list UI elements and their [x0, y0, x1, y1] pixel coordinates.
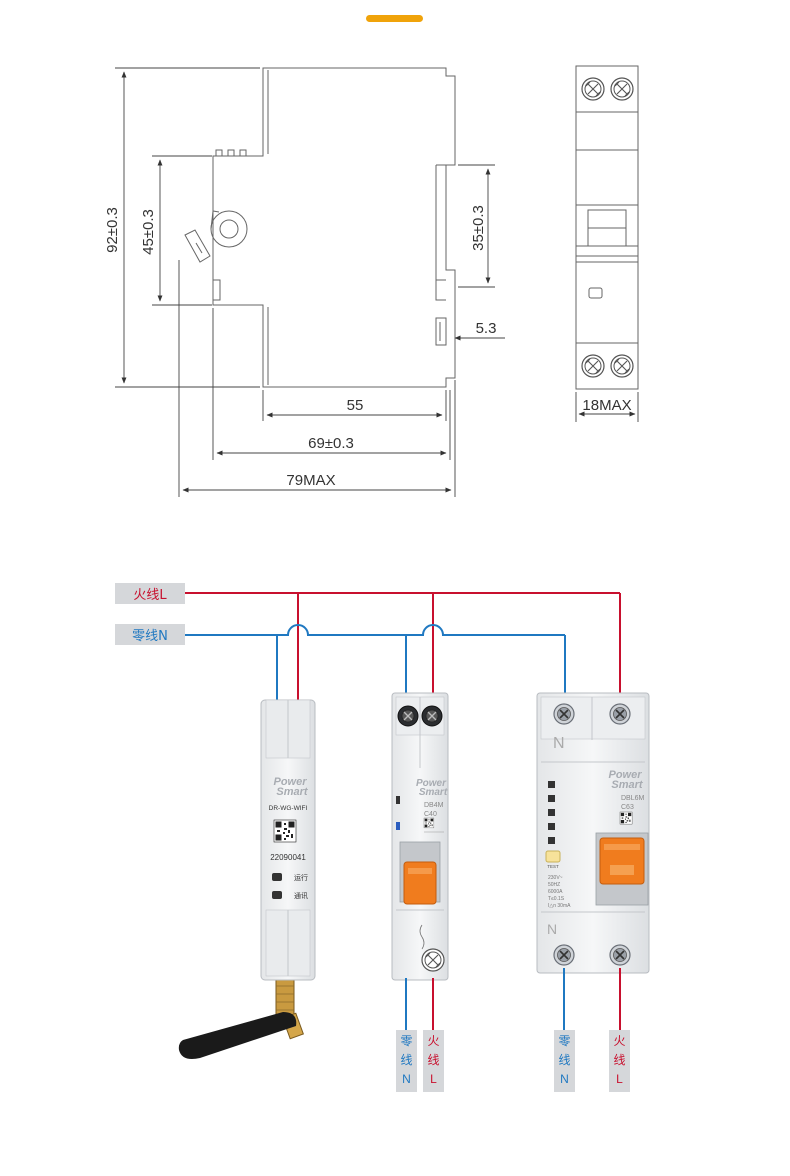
svg-text:火: 火 — [427, 1034, 439, 1048]
run-led-icon — [272, 873, 282, 881]
mcb-screw-bottom — [421, 948, 445, 972]
wifi-qr-code — [273, 819, 297, 843]
wifi-module-device: Power Smart DR-WG-WIFI 22090041 运行 通讯 — [178, 699, 316, 1059]
side-view-drawing — [184, 67, 456, 388]
live-bus — [185, 592, 621, 700]
svg-text:线: 线 — [400, 1053, 412, 1067]
terminal-label-mcb-l: 火 线 L — [423, 1030, 444, 1092]
svg-text:L: L — [430, 1072, 437, 1086]
rcbo-rating: C63 — [621, 804, 634, 811]
mcb-brand-power: Power — [416, 778, 447, 789]
terminal-label-mcb-n: 零 线 N — [396, 1030, 417, 1092]
wifi-brand-smart: Smart — [276, 786, 309, 798]
rcbo-spec-2: 6000A — [548, 889, 563, 895]
svg-text:火: 火 — [613, 1034, 625, 1048]
svg-text:零线N: 零线N — [132, 629, 168, 644]
rcbo-n-top: N — [553, 735, 565, 752]
rcbo-spec-3: T≤0.1S — [548, 896, 565, 902]
rcbo-model: DBL6M — [621, 795, 645, 802]
wifi-serial: 22090041 — [270, 853, 306, 862]
rcbo-brand-power: Power — [608, 769, 642, 781]
svg-text:L: L — [616, 1072, 623, 1086]
terminal-label-rcbo-n: 零 线 N — [554, 1030, 575, 1092]
rcbo-n-bottom: N — [547, 921, 557, 937]
front-screw-bottom-left — [581, 354, 605, 378]
svg-text:零: 零 — [400, 1034, 412, 1048]
comm-led-label: 通讯 — [294, 891, 308, 900]
front-screw-bottom-right — [610, 354, 634, 378]
run-led-label: 运行 — [294, 873, 308, 882]
test-button — [545, 850, 561, 863]
side-view-dimensions — [115, 67, 505, 497]
terminal-label-rcbo-l: 火 线 L — [609, 1030, 630, 1092]
rcbo-spec-4: I△n 30mA — [548, 903, 571, 909]
mcb-screw-n-top — [397, 705, 419, 727]
dim-92: 92±0.3 — [104, 207, 121, 253]
rcbo-brand-smart: Smart — [611, 779, 644, 791]
front-screw-top-left — [581, 77, 605, 101]
dim-79: 79MAX — [286, 472, 335, 489]
neutral-bus-label: 零线N — [115, 624, 185, 645]
rcbo-device: N Power Smart DBL6M C63 TEST 230V~ 50HZ … — [536, 692, 650, 974]
front-screw-top-right — [610, 77, 634, 101]
dim-35: 35±0.3 — [470, 205, 487, 251]
rcbo-screw-n-bottom — [553, 944, 575, 966]
rcbo-screw-l-top — [609, 703, 631, 725]
rcbo-spec-0: 230V~ — [548, 875, 563, 881]
comm-led-icon — [272, 891, 282, 899]
dim-45: 45±0.3 — [140, 209, 157, 255]
svg-text:火线L: 火线L — [133, 588, 167, 603]
rcbo-qr-code — [619, 811, 633, 825]
rcbo-screw-l-bottom — [609, 944, 631, 966]
accent-bar — [366, 15, 423, 22]
rcbo-spec-1: 50HZ — [548, 882, 560, 888]
mcb-rating: C40 — [424, 811, 437, 818]
mcb-brand-smart: Smart — [419, 787, 448, 798]
svg-text:线: 线 — [558, 1053, 570, 1067]
front-view-drawing — [575, 65, 639, 390]
rcbo-screw-n-top — [553, 703, 575, 725]
mcb-qr-code — [423, 817, 435, 829]
svg-text:线: 线 — [613, 1053, 625, 1067]
wifi-brand-power: Power — [273, 776, 307, 788]
mcb-device: Power Smart DB4M C40 — [391, 692, 449, 981]
svg-text:线: 线 — [427, 1053, 439, 1067]
dim-5-3: 5.3 — [476, 320, 497, 337]
neutral-bus — [185, 624, 566, 700]
live-bus-label: 火线L — [115, 583, 185, 604]
mcb-model: DB4M — [424, 802, 444, 809]
dim-55: 55 — [347, 397, 364, 414]
dim-18max: 18MAX — [582, 397, 631, 414]
svg-text:零: 零 — [558, 1034, 570, 1048]
svg-text:N: N — [402, 1072, 411, 1086]
svg-text:N: N — [560, 1072, 569, 1086]
rcbo-test-label: TEST — [547, 864, 559, 869]
wifi-model-label: DR-WG-WIFI — [269, 805, 308, 812]
mcb-screw-l-top — [421, 705, 443, 727]
dim-69: 69±0.3 — [308, 435, 354, 452]
